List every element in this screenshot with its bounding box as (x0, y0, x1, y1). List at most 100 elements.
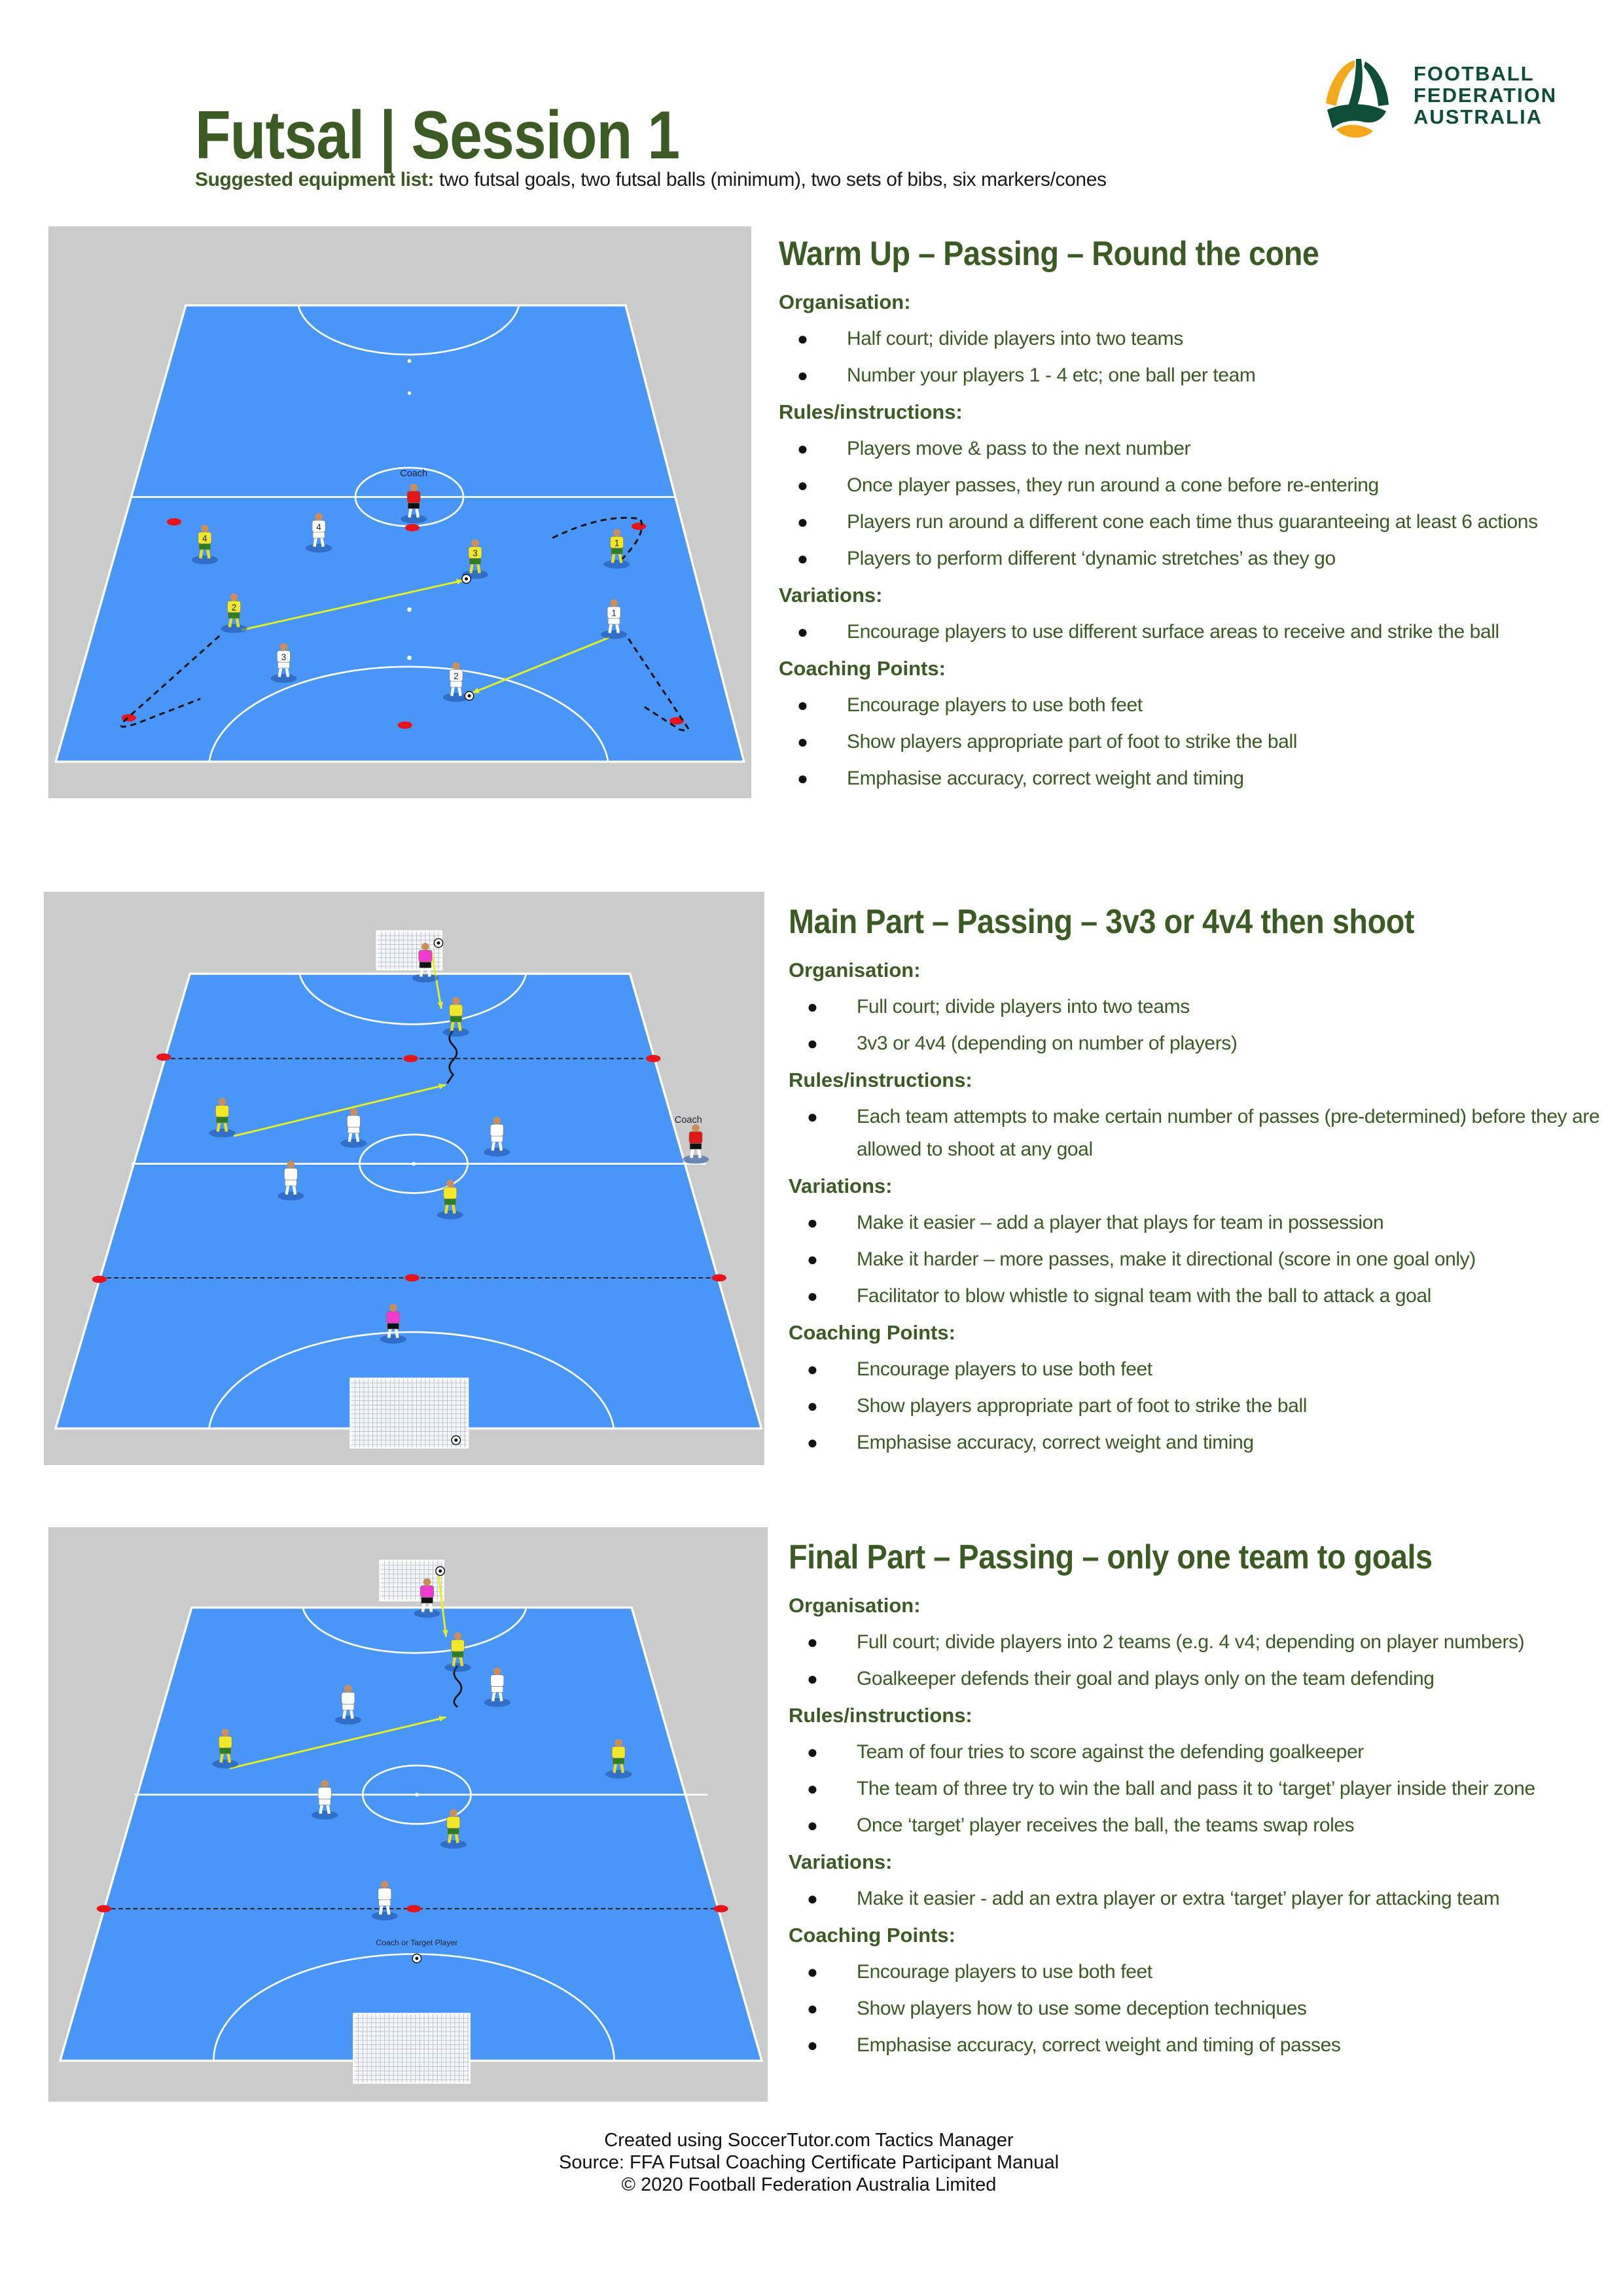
bullet-icon: ● (807, 1286, 818, 1306)
bullet-icon: ● (797, 475, 808, 495)
pass-arrowhead (456, 578, 464, 585)
player-leg (611, 554, 616, 563)
bullet-icon: ● (797, 365, 808, 385)
final-part-diagram: Coach or Target Player (48, 1527, 768, 2102)
player-shorts (216, 1116, 228, 1123)
player-leg (408, 508, 412, 518)
penalty-spot (407, 656, 412, 660)
player-white (484, 1667, 510, 1707)
group-heading: Coaching Points: (789, 1321, 955, 1344)
court-surface (58, 1606, 764, 2062)
cone-marker (713, 1905, 728, 1913)
player-leg (457, 1021, 462, 1031)
bullet-icon: ● (797, 695, 808, 715)
player-head (613, 529, 621, 537)
main-part-section: Main Part – Passing – 3v3 or 4v4 then sh… (789, 904, 1613, 1461)
top-penalty-arc (297, 305, 520, 356)
list-item-text: Make it easier – add a player that plays… (857, 1212, 1384, 1233)
player-leg (348, 1133, 353, 1142)
player-shadow (414, 1609, 440, 1618)
player-shorts (312, 531, 325, 539)
bullet-list: ●Each team attempts to make certain numb… (789, 1099, 1613, 1168)
list-item-text: Players move & pass to the next number (847, 438, 1191, 459)
bullet-icon: ● (807, 1212, 818, 1233)
page-title: Futsal | Session 1 (195, 97, 680, 173)
list-item-text: Once player passes, they run around a co… (847, 474, 1379, 496)
ball-icon (433, 938, 444, 948)
center-spot (412, 1161, 416, 1166)
player-shirt (386, 1311, 401, 1324)
player-head (380, 1881, 389, 1889)
cone-marker (92, 1275, 107, 1283)
list-item-text: Encourage players to use both feet (847, 694, 1143, 716)
player-yellow (437, 1180, 463, 1220)
ball-icon (464, 691, 474, 701)
jersey-number: 3 (473, 548, 477, 558)
pass-arrow (229, 1716, 446, 1770)
list-item: ●Encourage players to use both feet (789, 1351, 1613, 1388)
bullet-icon: ● (797, 328, 808, 349)
cone-marker (646, 1055, 661, 1063)
ffa-emblem-icon (1326, 59, 1389, 138)
player-shorts (612, 1757, 625, 1765)
footer-source: Source: FFA Futsal Coaching Certificate … (558, 2152, 1060, 2173)
ball-patch (467, 694, 471, 698)
player-head (315, 512, 323, 521)
player-shirt (418, 950, 433, 963)
player-shorts (491, 1135, 503, 1142)
list-item: ● Encourage players to use both feet (789, 1954, 1613, 1990)
player-shorts (277, 662, 290, 669)
goal (349, 1377, 469, 1449)
list-item-text: Emphasise accuracy, correct weight and t… (847, 768, 1244, 789)
coach-label: Coach (400, 468, 427, 479)
player-leg (378, 1905, 383, 1915)
player-leg (452, 1657, 457, 1667)
player-shadow (442, 693, 470, 702)
jersey-number: 4 (316, 522, 321, 532)
player-yellow (209, 1097, 236, 1138)
jersey-number: 4 (202, 534, 207, 544)
player-shorts (318, 1799, 331, 1805)
player-white: 1 (601, 599, 628, 639)
player-shorts (285, 1179, 297, 1186)
pass-arrow (437, 1575, 448, 1637)
player-shorts (342, 1703, 355, 1710)
list-item: ●Show players appropriate part of foot t… (779, 724, 1603, 760)
pass-arrowhead (438, 1084, 446, 1089)
bullet-icon: ● (807, 1888, 818, 1909)
list-item-text: Encourage players to use both feet (857, 1961, 1152, 1983)
player-shorts (198, 543, 211, 550)
list-item: ●Players run around a different cone eac… (779, 504, 1603, 540)
cone-marker (406, 1905, 421, 1913)
player-shorts (228, 612, 240, 619)
player-shorts (607, 618, 620, 625)
list-item-text: Players run around a different cone each… (847, 511, 1538, 533)
player-shadow (380, 1335, 406, 1344)
bullet-icon: ● (807, 1359, 818, 1379)
group-heading: Rules/instructions: (789, 1704, 972, 1727)
equipment-list: Suggested equipment list: two futsal goa… (195, 169, 1107, 191)
player-shirt (443, 1187, 457, 1199)
jersey-number: 1 (615, 538, 619, 548)
list-item-text: Emphasise accuracy, correct weight and t… (857, 1432, 1254, 1453)
bullet-icon: ● (807, 1249, 818, 1269)
list-item: ●Team of four tries to score against the… (789, 1734, 1613, 1771)
player-head (449, 1809, 457, 1817)
player-leg (457, 686, 462, 696)
player-head (389, 1303, 397, 1312)
player-shadow (221, 624, 247, 633)
player-head (692, 1124, 700, 1132)
player-white (484, 1116, 510, 1157)
bullet-list: ●Encourage players to use different surf… (779, 614, 1603, 650)
player-leg (223, 1122, 228, 1132)
player-leg (355, 1133, 360, 1142)
player-shorts (407, 503, 420, 509)
player-leg (421, 1602, 426, 1612)
list-item-text: Make it easier - add an extra player or … (857, 1888, 1500, 1909)
player-head (493, 1116, 501, 1125)
bullet-list: ●Team of four tries to score against the… (789, 1734, 1613, 1844)
bullet-icon: ● (807, 1962, 818, 1982)
footer: Created using SoccerTutor.com Tactics Ma… (0, 2129, 1618, 2196)
ffa-logo: FOOTBALL FEDERATION AUSTRALIA (1314, 58, 1576, 143)
list-item: ●Facilitator to blow whistle to signal t… (789, 1278, 1613, 1315)
